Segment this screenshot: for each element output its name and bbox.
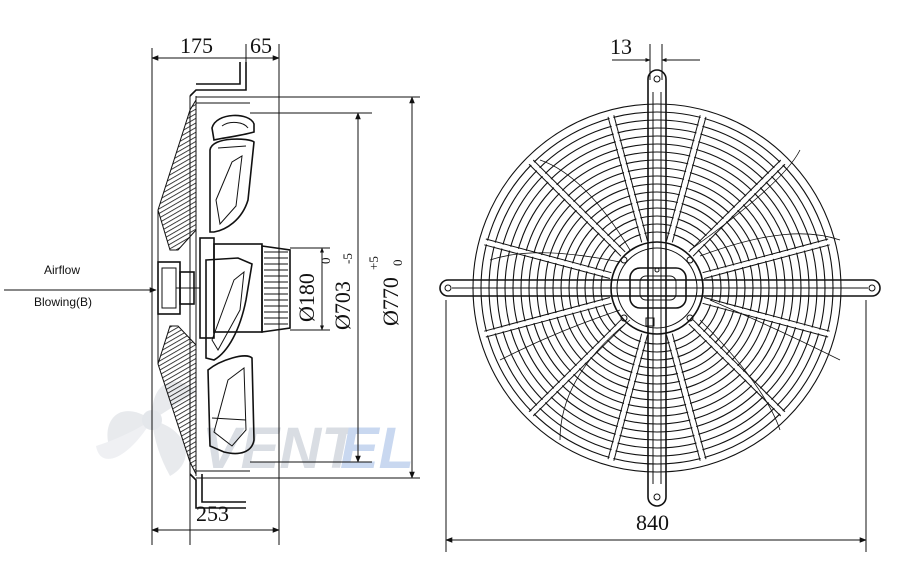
grille-spoke <box>666 333 707 461</box>
motor-fins <box>264 251 288 325</box>
dim-13: 13 <box>610 34 632 59</box>
motor-hub <box>157 237 291 339</box>
watermark-text-right: EL <box>340 416 414 481</box>
dim-253: 253 <box>196 501 229 526</box>
dim-hub-diameter: Ø180 <box>294 273 319 322</box>
grille-spoke <box>688 319 786 417</box>
grille-spoke <box>484 297 612 338</box>
grille-spoke <box>702 297 830 338</box>
grille-side-bottom <box>157 325 197 475</box>
direction-label: Blowing(B) <box>34 295 92 309</box>
dim-840: 840 <box>636 510 669 535</box>
dim-blade-tol-lower: -5 <box>340 253 355 264</box>
grille-spoke <box>484 238 612 279</box>
side-view: 175 65 253 <box>4 33 420 545</box>
grille-spoke <box>607 333 648 461</box>
grille-spokes <box>484 115 830 461</box>
airflow-label: Airflow <box>44 263 80 277</box>
watermark: VENT EL <box>96 381 414 481</box>
front-view: 13 840 <box>439 34 881 552</box>
grille-side-top <box>157 98 197 251</box>
dim-ring-tol-upper: +5 <box>366 256 381 270</box>
grille-spoke <box>528 159 626 257</box>
dim-blade-tol-upper: 0 <box>318 258 333 265</box>
blade-outlines <box>489 149 841 441</box>
grille-spoke <box>702 238 830 279</box>
grille-spoke <box>688 159 786 257</box>
dim-175: 175 <box>180 33 213 58</box>
dim-ring-tol-lower: 0 <box>390 260 405 267</box>
blade-bottom <box>205 257 255 455</box>
mounting-bar-horizontal <box>439 279 881 297</box>
blade-top <box>209 114 255 233</box>
dim-blade-diameter: Ø703 <box>330 281 355 330</box>
front-hub <box>610 241 704 335</box>
grille-spoke <box>528 319 626 417</box>
grille-spoke <box>666 115 707 243</box>
dim-65: 65 <box>250 33 272 58</box>
watermark-text-left: VENT <box>202 416 361 481</box>
grille-spoke <box>607 115 648 243</box>
dim-ring-diameter: Ø770 <box>378 277 403 326</box>
